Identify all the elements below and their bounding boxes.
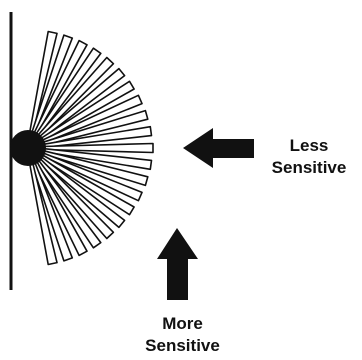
more-sensitive-label: More Sensitive — [125, 313, 240, 357]
less-sensitive-line1: Less — [289, 136, 329, 155]
fan-hub — [10, 130, 46, 166]
arrow-left-icon — [183, 128, 254, 168]
arrow-up-icon — [157, 228, 198, 300]
more-sensitive-line2: Sensitive — [145, 336, 220, 355]
sensor-fan-icon — [28, 30, 154, 266]
more-sensitive-line1: More — [162, 314, 203, 333]
less-sensitive-line2: Sensitive — [271, 158, 347, 177]
less-sensitive-label: Less Sensitive — [256, 135, 362, 179]
